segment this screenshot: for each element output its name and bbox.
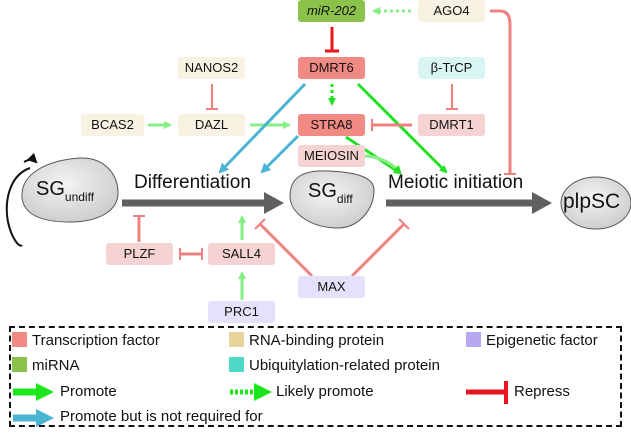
edge-stra8-differentiation: [260, 134, 300, 174]
node-nanos2: NANOS2: [178, 57, 245, 79]
legend-blue-arrow-head: [36, 409, 54, 427]
node-dmrt1: DMRT1: [418, 114, 485, 136]
transcription-factor-swatch-icon: [12, 332, 27, 347]
edge-stra8-meiotic: [345, 135, 402, 175]
legend-item-transcription-factor: Transcription factor: [12, 332, 160, 350]
edge-dmrt6-differentiation: [218, 82, 307, 174]
edge-max-meiotic: [350, 222, 406, 278]
ubiquitylation-swatch-icon: [229, 357, 244, 372]
plpsc-cell: [560, 176, 631, 230]
self-renewal-arrow: [5, 167, 31, 247]
legend-box: [9, 326, 622, 427]
legend-label-promote-not-required: Promote but is not required for: [60, 408, 263, 425]
edge-max-differentiation-bar: [254, 218, 266, 230]
node-plzf: PLZF: [106, 243, 173, 265]
legend-label-repress: Repress: [514, 383, 570, 400]
node-max: MAX: [298, 276, 365, 298]
node-dmrt6: DMRT6: [298, 57, 365, 79]
self-renewal-arrow-head: [23, 152, 38, 164]
legend-item-rna-binding-protein: RNA-binding protein: [229, 332, 384, 350]
rna-binding-protein-swatch-icon: [229, 332, 244, 347]
edge-meiosin-meiotic: [361, 154, 402, 174]
node-ago4: AGO4: [418, 0, 485, 22]
node-stra8: STRA8: [298, 114, 365, 136]
sg-undiff-cell: [21, 157, 119, 223]
node-bcas2: BCAS2: [81, 114, 144, 136]
edge-max-differentiation: [258, 222, 314, 278]
edge-ago4-meiotic: [490, 9, 512, 174]
legend-likely-promote-arrow-head: [254, 383, 272, 401]
legend-promote-arrow-head: [36, 383, 54, 401]
edge-max-meiotic-bar: [398, 218, 410, 230]
legend-label-likely-promote: Likely promote: [276, 383, 374, 400]
legend-item-epigenetic-factor: Epigenetic factor: [466, 332, 598, 350]
node-sall4: SALL4: [208, 243, 275, 265]
legend-label-promote: Promote: [60, 383, 117, 400]
node-mir-202: miR-202: [298, 0, 365, 22]
cell-label-sg-diff: SGdiff: [308, 180, 353, 206]
stage-label-meiotic-initiation: Meiotic initiation: [388, 172, 524, 193]
stage-label-differentiation: Differentiation: [134, 172, 251, 193]
sg-diff-cell: [289, 170, 375, 229]
epigenetic-factor-swatch-icon: [466, 332, 481, 347]
mirna-swatch-icon: [12, 357, 27, 372]
cell-label-sg-undiff: SGundiff: [36, 178, 95, 204]
node-prc1: PRC1: [208, 301, 275, 323]
cell-label-plpsc: plpSC: [563, 190, 621, 213]
legend-item-ubiquitylation: Ubiquitylation-related protein: [229, 357, 440, 375]
node-beta-trcp: β-TrCP: [418, 57, 485, 79]
legend-item-mirna: miRNA: [12, 357, 80, 375]
node-meiosin: MEIOSIN: [298, 145, 365, 167]
node-dazl: DAZL: [178, 114, 245, 136]
edge-dmrt6-meiotic: [356, 82, 448, 174]
